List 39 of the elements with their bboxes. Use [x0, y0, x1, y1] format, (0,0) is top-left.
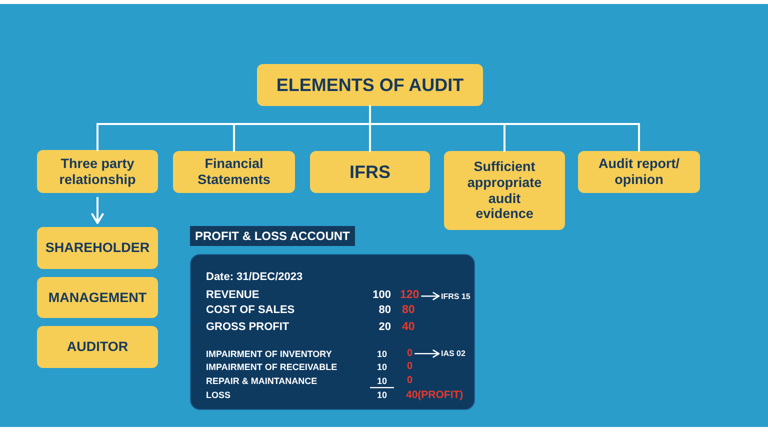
title-box: ELEMENTS OF AUDIT — [257, 64, 483, 106]
category-box: Financial Statements — [173, 151, 295, 193]
restated-value: 80 — [402, 304, 415, 318]
category-box: Three party relationship — [37, 150, 158, 193]
line-item-label: IMPAIRMENT OF RECEIVABLE — [206, 362, 338, 373]
statement-date: Date: 31/DEC/2023 — [206, 271, 303, 284]
line-item-label: LOSS — [206, 390, 231, 401]
arrow — [421, 292, 440, 300]
line-item-label: REVENUE — [206, 289, 260, 302]
restated-value: 40 — [402, 320, 415, 334]
section-heading-band: PROFIT & LOSS ACCOUNT — [190, 226, 355, 246]
line-item-label: REPAIR & MAINTANANCE — [206, 376, 318, 386]
standard-reference: IFRS 15 — [441, 292, 470, 302]
standard-reference: IAS 02 — [441, 349, 466, 359]
category-box: Sufficient appropriate audit evidence — [444, 151, 565, 230]
amount-value: 10 — [376, 362, 387, 373]
restated-value: 40(PROFIT) — [406, 389, 464, 402]
line-item-label: COST OF SALES — [206, 304, 295, 318]
line-item-label: GROSS PROFIT — [206, 321, 290, 334]
tree-connector — [96, 105, 640, 152]
arrow — [414, 350, 440, 358]
amount-value: 100 — [372, 289, 391, 302]
restated-value: 120 — [400, 288, 420, 302]
restated-value: 0 — [407, 361, 413, 373]
restated-value: 0 — [407, 374, 413, 386]
statement-panel — [190, 254, 475, 410]
amount-value: 10 — [376, 348, 387, 360]
category-box: Audit report/ opinion — [578, 151, 700, 193]
party-box: AUDITOR — [37, 326, 158, 368]
category-box: IFRS — [310, 151, 430, 193]
party-box: MANAGEMENT — [37, 277, 158, 318]
line-item-label: IMPAIRMENT OF INVENTORY — [206, 348, 332, 360]
party-box: SHAREHOLDER — [37, 227, 158, 269]
arrow — [91, 197, 104, 224]
amount-value: 80 — [378, 304, 391, 318]
amount-value: 20 — [378, 321, 391, 334]
amount-value: 10 — [376, 376, 387, 386]
restated-value: 0 — [407, 348, 413, 360]
amount-value: 10 — [376, 390, 387, 401]
